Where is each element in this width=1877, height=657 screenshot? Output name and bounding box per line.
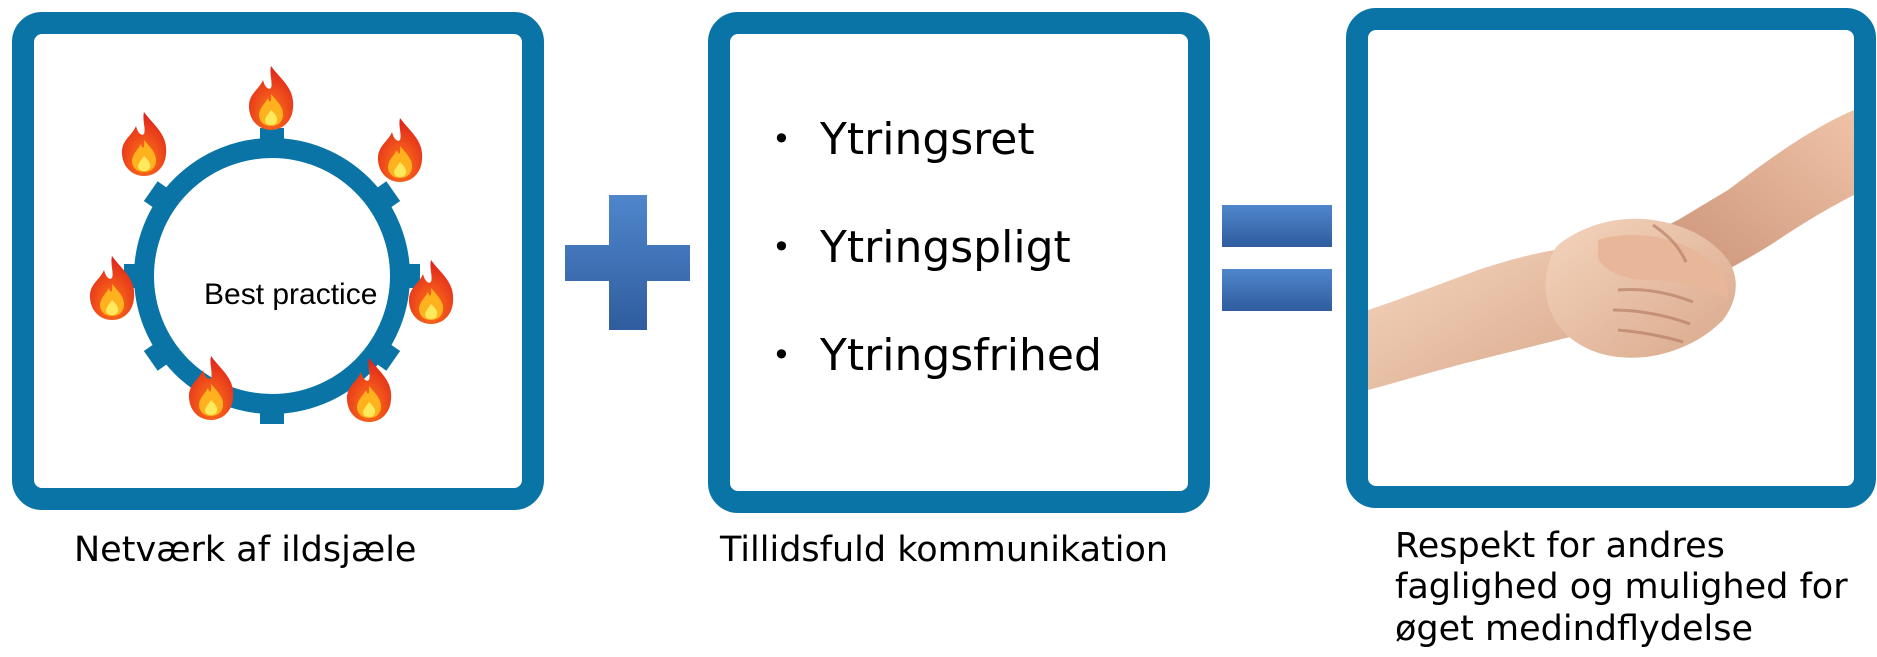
respect-caption: Respekt for andres faglighed og mulighed…	[1395, 526, 1848, 649]
network-diagram	[89, 66, 454, 424]
best-practice-label: Best practice	[204, 278, 378, 311]
flame-icon	[188, 356, 234, 420]
communication-list: • Ytringsret • Ytringspligt • Ytringsfri…	[750, 112, 1102, 436]
list-item: • Ytringsret	[750, 112, 1102, 166]
communication-caption: Tillidsfuld kommunikation	[720, 530, 1169, 570]
list-item: • Ytringsfrihed	[750, 328, 1102, 382]
item-text: Ytringspligt	[820, 221, 1071, 273]
respect-panel	[1346, 8, 1876, 508]
flame-icon	[248, 66, 294, 130]
handshake-photo-icon	[1368, 110, 1854, 390]
flame-icon	[377, 118, 423, 182]
equals-icon	[1222, 205, 1332, 311]
gear-ring-icon	[124, 128, 420, 424]
plus-icon	[565, 195, 690, 330]
item-text: Ytringsfrihed	[820, 329, 1102, 381]
bullet-icon: •	[772, 228, 791, 266]
flame-icon	[121, 112, 167, 176]
bullet-icon: •	[772, 336, 791, 374]
communication-panel: • Ytringsret • Ytringspligt • Ytringsfri…	[708, 12, 1210, 513]
network-caption: Netværk af ildsjæle	[74, 530, 417, 570]
item-text: Ytringsret	[820, 113, 1035, 165]
bullet-icon: •	[772, 120, 791, 158]
list-item: • Ytringspligt	[750, 220, 1102, 274]
network-panel: Best practice	[12, 12, 544, 510]
